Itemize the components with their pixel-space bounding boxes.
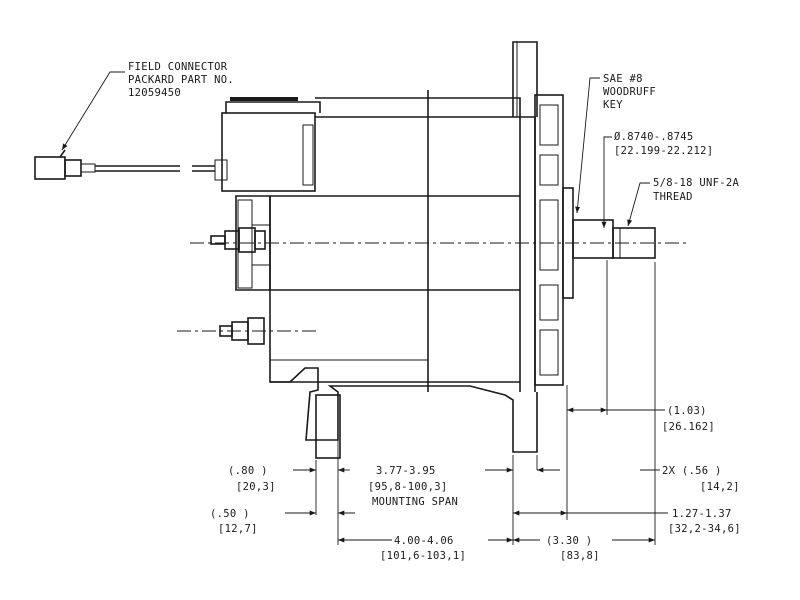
thread-label: 5/8-18 UNF-2A THREAD xyxy=(653,177,746,203)
rear-terminal-stud-upper xyxy=(210,227,266,253)
shaft-diameter-leader xyxy=(601,136,612,228)
connector-housing xyxy=(214,97,321,192)
rear-end-cap xyxy=(235,195,290,383)
dim-050: (.50 ) [12,7] xyxy=(210,508,258,535)
field-connector-plug xyxy=(34,149,215,180)
dim-127: 1.27-1.37 [32,2-34,6] xyxy=(668,508,741,535)
front-housing-fins xyxy=(534,94,564,386)
top-mounting-ear xyxy=(512,41,538,117)
bottom-mounting-foot xyxy=(289,367,538,459)
dim-mounting-span: 3.77-3.95 [95,8-100,3] MOUNTING SPAN xyxy=(368,465,458,508)
dim-330: (3.30 ) [83,8] xyxy=(546,535,600,562)
extension-lines xyxy=(315,260,656,545)
shaft-diameter-label: Ø.8740-.8745 [22.199-22.212] xyxy=(614,131,713,157)
thread-leader xyxy=(627,182,650,227)
field-connector-leader xyxy=(61,71,125,151)
dim-056: 2X (.56 ) [14,2] xyxy=(662,465,740,493)
dim-103: (1.03) [26.162] xyxy=(662,405,715,433)
woodruff-key-leader xyxy=(575,77,600,214)
woodruff-key-label: SAE #8 WOODRUFF KEY xyxy=(603,73,663,111)
dim-080: (.80 ) [20,3] xyxy=(228,465,276,493)
dim-400: 4.00-4.06 [101,6-103,1] xyxy=(380,535,466,562)
field-connector-label: FIELD CONNECTOR PACKARD PART NO. 1205945… xyxy=(128,61,241,99)
alternator-body xyxy=(270,90,536,392)
